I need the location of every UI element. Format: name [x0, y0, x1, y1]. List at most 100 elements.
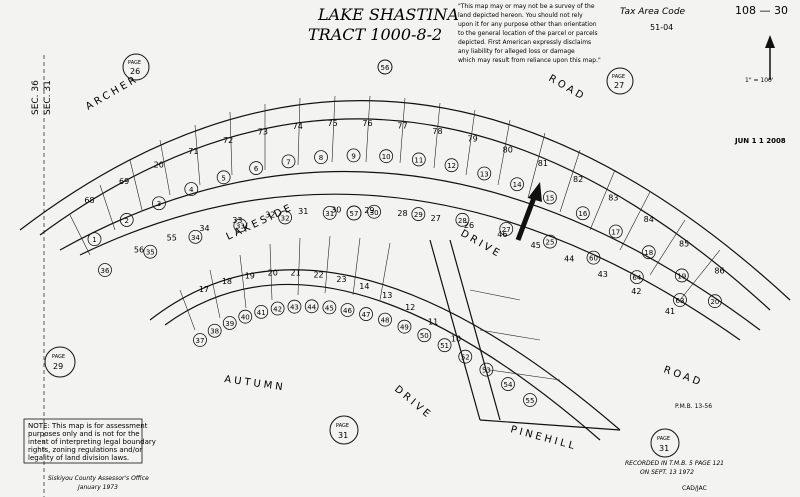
parcel-circle[interactable]: 11	[414, 156, 423, 164]
lot-number[interactable]: 84	[644, 215, 654, 224]
lot-number[interactable]: 45	[531, 241, 541, 250]
parcel-circle[interactable]: 5	[221, 174, 225, 182]
parcel-circle[interactable]: 4	[189, 186, 194, 194]
parcel-circle[interactable]: 44	[307, 303, 316, 311]
parcel-circle[interactable]: 32	[281, 214, 290, 222]
lot-number[interactable]: 41	[665, 307, 675, 316]
parcel-circle[interactable]: 48	[381, 317, 390, 325]
parcel-circle[interactable]: 8	[319, 154, 323, 162]
parcel-circle[interactable]: 30	[370, 209, 379, 217]
lot-number[interactable]: 11	[428, 318, 438, 327]
lot-number[interactable]: 73	[258, 128, 268, 137]
parcel-circle[interactable]: 20	[710, 298, 719, 306]
parcel-circle[interactable]: 29	[414, 211, 423, 219]
parcel-circle[interactable]: 33	[236, 222, 245, 230]
lot-number[interactable]: 12	[405, 303, 415, 312]
lot-number[interactable]: 85	[679, 239, 689, 248]
lot-number[interactable]: 33	[232, 216, 242, 225]
lot-number[interactable]: 69	[119, 177, 129, 186]
lot-number[interactable]: 77	[397, 122, 407, 131]
lot-number[interactable]: 82	[573, 175, 583, 184]
lot-number[interactable]: 83	[608, 194, 618, 203]
lot-number[interactable]: 42	[631, 287, 641, 296]
lot-number[interactable]: 71	[188, 147, 198, 156]
parcel-circle[interactable]: 43	[290, 304, 299, 312]
parcel-circle[interactable]: 55	[526, 397, 535, 405]
lot-number[interactable]: 23	[336, 275, 346, 284]
parcel-circle[interactable]: 31	[325, 210, 334, 218]
lot-number[interactable]: 17	[199, 285, 209, 294]
lot-number[interactable]: 32	[265, 211, 275, 220]
parcel-circle[interactable]: 18	[644, 249, 653, 257]
page-ref[interactable]: PAGE 31	[329, 415, 359, 445]
parcel-circle[interactable]: 37	[196, 337, 205, 345]
parcel-circle[interactable]: 13	[480, 170, 489, 178]
parcel-circle[interactable]: 46	[343, 307, 352, 315]
lot-number[interactable]: 76	[362, 119, 372, 128]
parcel-circle[interactable]: 53	[482, 367, 491, 375]
parcel-circle[interactable]: 39	[225, 320, 234, 328]
parcel-circle[interactable]: 54	[504, 381, 513, 389]
parcel-circle[interactable]: 35	[146, 249, 155, 257]
parcel-circle[interactable]: 49	[400, 324, 409, 332]
page-ref[interactable]: PAGE 26	[122, 53, 150, 81]
lot-number[interactable]: 29	[364, 206, 374, 215]
lot-number[interactable]: 80	[503, 145, 513, 154]
page-ref[interactable]: PAGE 31	[650, 428, 680, 458]
parcel-circle[interactable]: 27	[502, 226, 511, 234]
lot-number[interactable]: 86	[714, 266, 724, 275]
parcel-circle[interactable]: 28	[458, 217, 467, 225]
parcel-circle[interactable]: 36	[101, 267, 110, 275]
lot-number[interactable]: 75	[328, 119, 338, 128]
parcel-circle[interactable]: 64	[632, 274, 641, 282]
lot-number[interactable]: 74	[293, 122, 303, 131]
lot-number[interactable]: 43	[598, 270, 608, 279]
parcel-circle[interactable]: 19	[677, 272, 686, 280]
parcel-circle[interactable]: 63	[676, 297, 685, 305]
parcel-circle[interactable]: 34	[191, 234, 200, 242]
lot-number[interactable]: 81	[538, 159, 548, 168]
lot-number[interactable]: 22	[313, 270, 323, 279]
lot-number[interactable]: 79	[468, 135, 478, 144]
lot-number[interactable]: 34	[199, 224, 209, 233]
parcel-circle[interactable]: 47	[362, 311, 371, 319]
parcel-circle[interactable]: 38	[210, 328, 219, 336]
lot-number[interactable]: 55	[167, 234, 177, 243]
lot-number[interactable]: 31	[298, 207, 308, 216]
parcel-circle[interactable]: 10	[382, 153, 391, 161]
parcel-circle[interactable]: 15	[545, 194, 554, 202]
parcel-circle[interactable]: 51	[440, 342, 449, 350]
parcel-circle[interactable]: 45	[325, 304, 334, 312]
parcel-circle[interactable]: 3	[157, 200, 161, 208]
lot-number[interactable]: 78	[432, 127, 442, 136]
lot-number[interactable]: 26	[464, 221, 474, 230]
parcel-circle[interactable]: 42	[273, 306, 282, 314]
lot-number[interactable]: 72	[223, 136, 233, 145]
lot-number[interactable]: 68	[84, 196, 94, 205]
lot-number[interactable]: 14	[359, 282, 369, 291]
street-id[interactable]: 57	[350, 210, 359, 218]
lot-number[interactable]: 20	[154, 161, 164, 170]
parcel-circle[interactable]: 60	[589, 255, 598, 263]
lot-number[interactable]: 18	[222, 277, 232, 286]
lot-number[interactable]: 20	[268, 269, 278, 278]
parcel-circle[interactable]: 50	[420, 332, 429, 340]
parcel-circle[interactable]: 52	[461, 354, 470, 362]
parcel-circle[interactable]: 41	[257, 309, 266, 317]
parcel-circle[interactable]: 7	[286, 158, 290, 166]
lot-number[interactable]: 28	[397, 209, 407, 218]
page-ref[interactable]: PAGE 27	[606, 67, 634, 95]
parcel-circle[interactable]: 12	[447, 162, 456, 170]
street-id[interactable]: 56	[381, 64, 390, 72]
parcel-circle[interactable]: 16	[578, 210, 587, 218]
parcel-circle[interactable]: 17	[611, 228, 620, 236]
lot-number[interactable]: 44	[564, 254, 574, 263]
lot-number[interactable]: 13	[382, 291, 392, 300]
parcel-circle[interactable]: 25	[546, 239, 555, 247]
parcel-circle[interactable]: 40	[241, 314, 250, 322]
lot-number[interactable]: 10	[451, 334, 461, 343]
page-ref[interactable]: PAGE 29	[44, 346, 76, 378]
lot-number[interactable]: 30	[331, 206, 341, 215]
parcel-circle[interactable]: 1	[92, 236, 96, 244]
parcel-circle[interactable]: 6	[254, 165, 259, 173]
